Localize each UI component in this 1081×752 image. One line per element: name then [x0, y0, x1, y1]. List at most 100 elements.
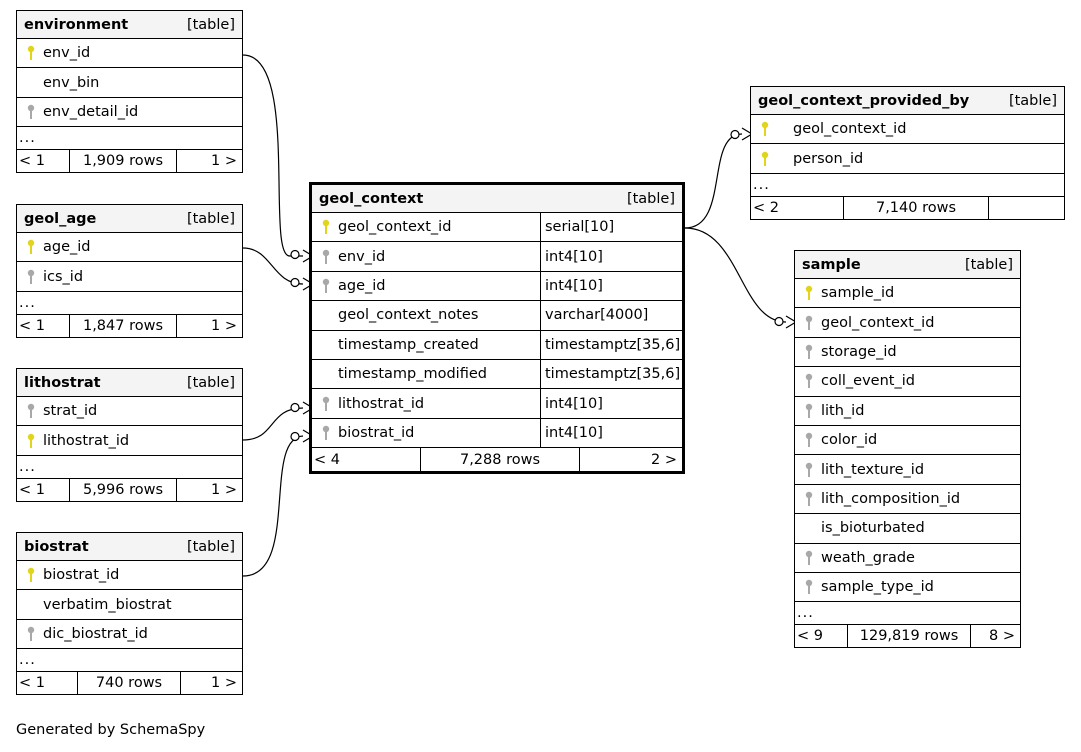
column-name: lith_composition_id	[821, 490, 961, 507]
table-lithostrat[interactable]: lithostrat [table] strat_id lithostrat_i…	[16, 368, 243, 502]
parents-count[interactable]: < 1	[19, 317, 45, 334]
column-type: int4[10]	[540, 242, 603, 271]
column-row[interactable]: coll_event_id	[795, 367, 1020, 397]
column-row[interactable]: lithostrat_id	[17, 426, 242, 456]
table-header: geol_context [table]	[312, 185, 682, 213]
column-name: sample_type_id	[821, 579, 934, 596]
column-row[interactable]: biostrat_id	[17, 561, 242, 591]
column-type: timestamptz[35,6]	[540, 330, 680, 359]
table-tag: [table]	[626, 190, 675, 207]
column-row[interactable]: weath_grade	[795, 544, 1020, 573]
column-row[interactable]: geol_context_id	[795, 308, 1020, 338]
edge-geol-context-provided-by	[684, 133, 743, 229]
column-name: lithostrat_id	[43, 432, 130, 449]
table-footer: < 1 5,996 rows 1 >	[17, 478, 242, 501]
column-row[interactable]: storage_id	[795, 338, 1020, 368]
children-count[interactable]: 2 >	[651, 451, 677, 468]
column-row[interactable]: strat_id	[17, 397, 242, 427]
primary-key-icon	[25, 433, 37, 449]
row-count: 7,288 rows	[420, 448, 580, 472]
children-count[interactable]: 1 >	[211, 317, 237, 334]
column-row[interactable]: lith_id	[795, 397, 1020, 426]
table-name: geol_context	[319, 190, 424, 207]
more-columns: ...	[17, 649, 242, 673]
column-name: geol_context_id	[793, 121, 907, 138]
column-name: lithostrat_id	[338, 395, 425, 412]
table-footer: < 1 1,847 rows 1 >	[17, 314, 242, 337]
edge-biostrat-geol-context	[242, 435, 304, 577]
table-footer: < 1 740 rows 1 >	[17, 672, 242, 695]
column-row[interactable]: sample_id	[795, 279, 1020, 309]
column-row[interactable]: dic_biostrat_id	[17, 620, 242, 650]
column-row[interactable]: verbatim_biostrat	[17, 590, 242, 620]
table-name: sample	[802, 256, 861, 273]
table-header: lithostrat [table]	[17, 369, 242, 397]
column-row[interactable]: env_bin	[17, 68, 242, 98]
table-header: biostrat [table]	[17, 533, 242, 561]
more-columns: ...	[751, 174, 1064, 197]
primary-key-icon	[25, 567, 37, 583]
children-count[interactable]: 8 >	[989, 628, 1015, 645]
foreign-key-icon	[803, 344, 815, 360]
column-row[interactable]: lith_texture_id	[795, 455, 1020, 485]
parents-count[interactable]: < 9	[797, 628, 823, 645]
table-footer: < 1 1,909 rows 1 >	[17, 150, 242, 173]
children-count[interactable]: 1 >	[211, 481, 237, 498]
foreign-key-icon	[25, 403, 37, 419]
column-row[interactable]: lith_composition_id	[795, 485, 1020, 515]
parents-count[interactable]: < 1	[19, 481, 45, 498]
column-row[interactable]: env_detail_id	[17, 98, 242, 128]
table-header: sample [table]	[795, 251, 1020, 279]
parents-count[interactable]: < 4	[314, 451, 340, 468]
column-row[interactable]: ics_id	[17, 262, 242, 292]
more-columns: ...	[795, 602, 1020, 626]
table-header: geol_age [table]	[17, 205, 242, 233]
parents-count[interactable]: < 1	[19, 675, 45, 692]
table-tag: [table]	[186, 210, 235, 227]
column-name: person_id	[793, 150, 864, 167]
column-name: lith_texture_id	[821, 461, 925, 478]
column-name: verbatim_biostrat	[43, 596, 172, 613]
column-name: age_id	[43, 239, 91, 256]
table-environment[interactable]: environment [table] env_id env_bin env_d…	[16, 10, 243, 174]
primary-key-icon	[759, 151, 771, 167]
children-count[interactable]: 1 >	[211, 675, 237, 692]
column-row[interactable]: color_id	[795, 426, 1020, 456]
table-geol-age[interactable]: geol_age [table] age_id ics_id ... < 1 1…	[16, 204, 243, 338]
column-name: timestamp_modified	[338, 366, 487, 383]
column-row[interactable]: geol_context_id	[751, 115, 1064, 145]
children-count[interactable]: 1 >	[211, 153, 237, 170]
column-row[interactable]: is_bioturbated	[795, 514, 1020, 544]
table-geol-context-provided-by[interactable]: geol_context_provided_by [table] geol_co…	[750, 86, 1065, 220]
table-biostrat[interactable]: biostrat [table] biostrat_id verbatim_bi…	[16, 532, 243, 696]
parents-count[interactable]: < 1	[19, 153, 45, 170]
column-type: int4[10]	[540, 418, 603, 448]
children-count[interactable]	[989, 197, 1064, 219]
foreign-key-icon	[25, 269, 37, 285]
column-name: dic_biostrat_id	[43, 625, 148, 642]
row-count: 740 rows	[77, 672, 181, 695]
column-row[interactable]: age_id	[17, 233, 242, 263]
column-name: is_bioturbated	[821, 520, 925, 537]
column-row[interactable]: person_id	[751, 144, 1064, 174]
column-row[interactable]: sample_type_id	[795, 573, 1020, 603]
table-tag: [table]	[186, 538, 235, 555]
foreign-key-icon	[320, 425, 332, 441]
table-name: lithostrat	[24, 374, 101, 391]
column-row[interactable]: env_id	[17, 39, 242, 69]
parents-count[interactable]: < 2	[753, 199, 779, 216]
table-sample[interactable]: sample [table] sample_id geol_context_id…	[794, 250, 1021, 649]
column-name: coll_event_id	[821, 373, 915, 390]
foreign-key-icon	[320, 249, 332, 265]
primary-key-icon	[320, 219, 332, 235]
table-footer: < 9 129,819 rows 8 >	[795, 625, 1020, 648]
